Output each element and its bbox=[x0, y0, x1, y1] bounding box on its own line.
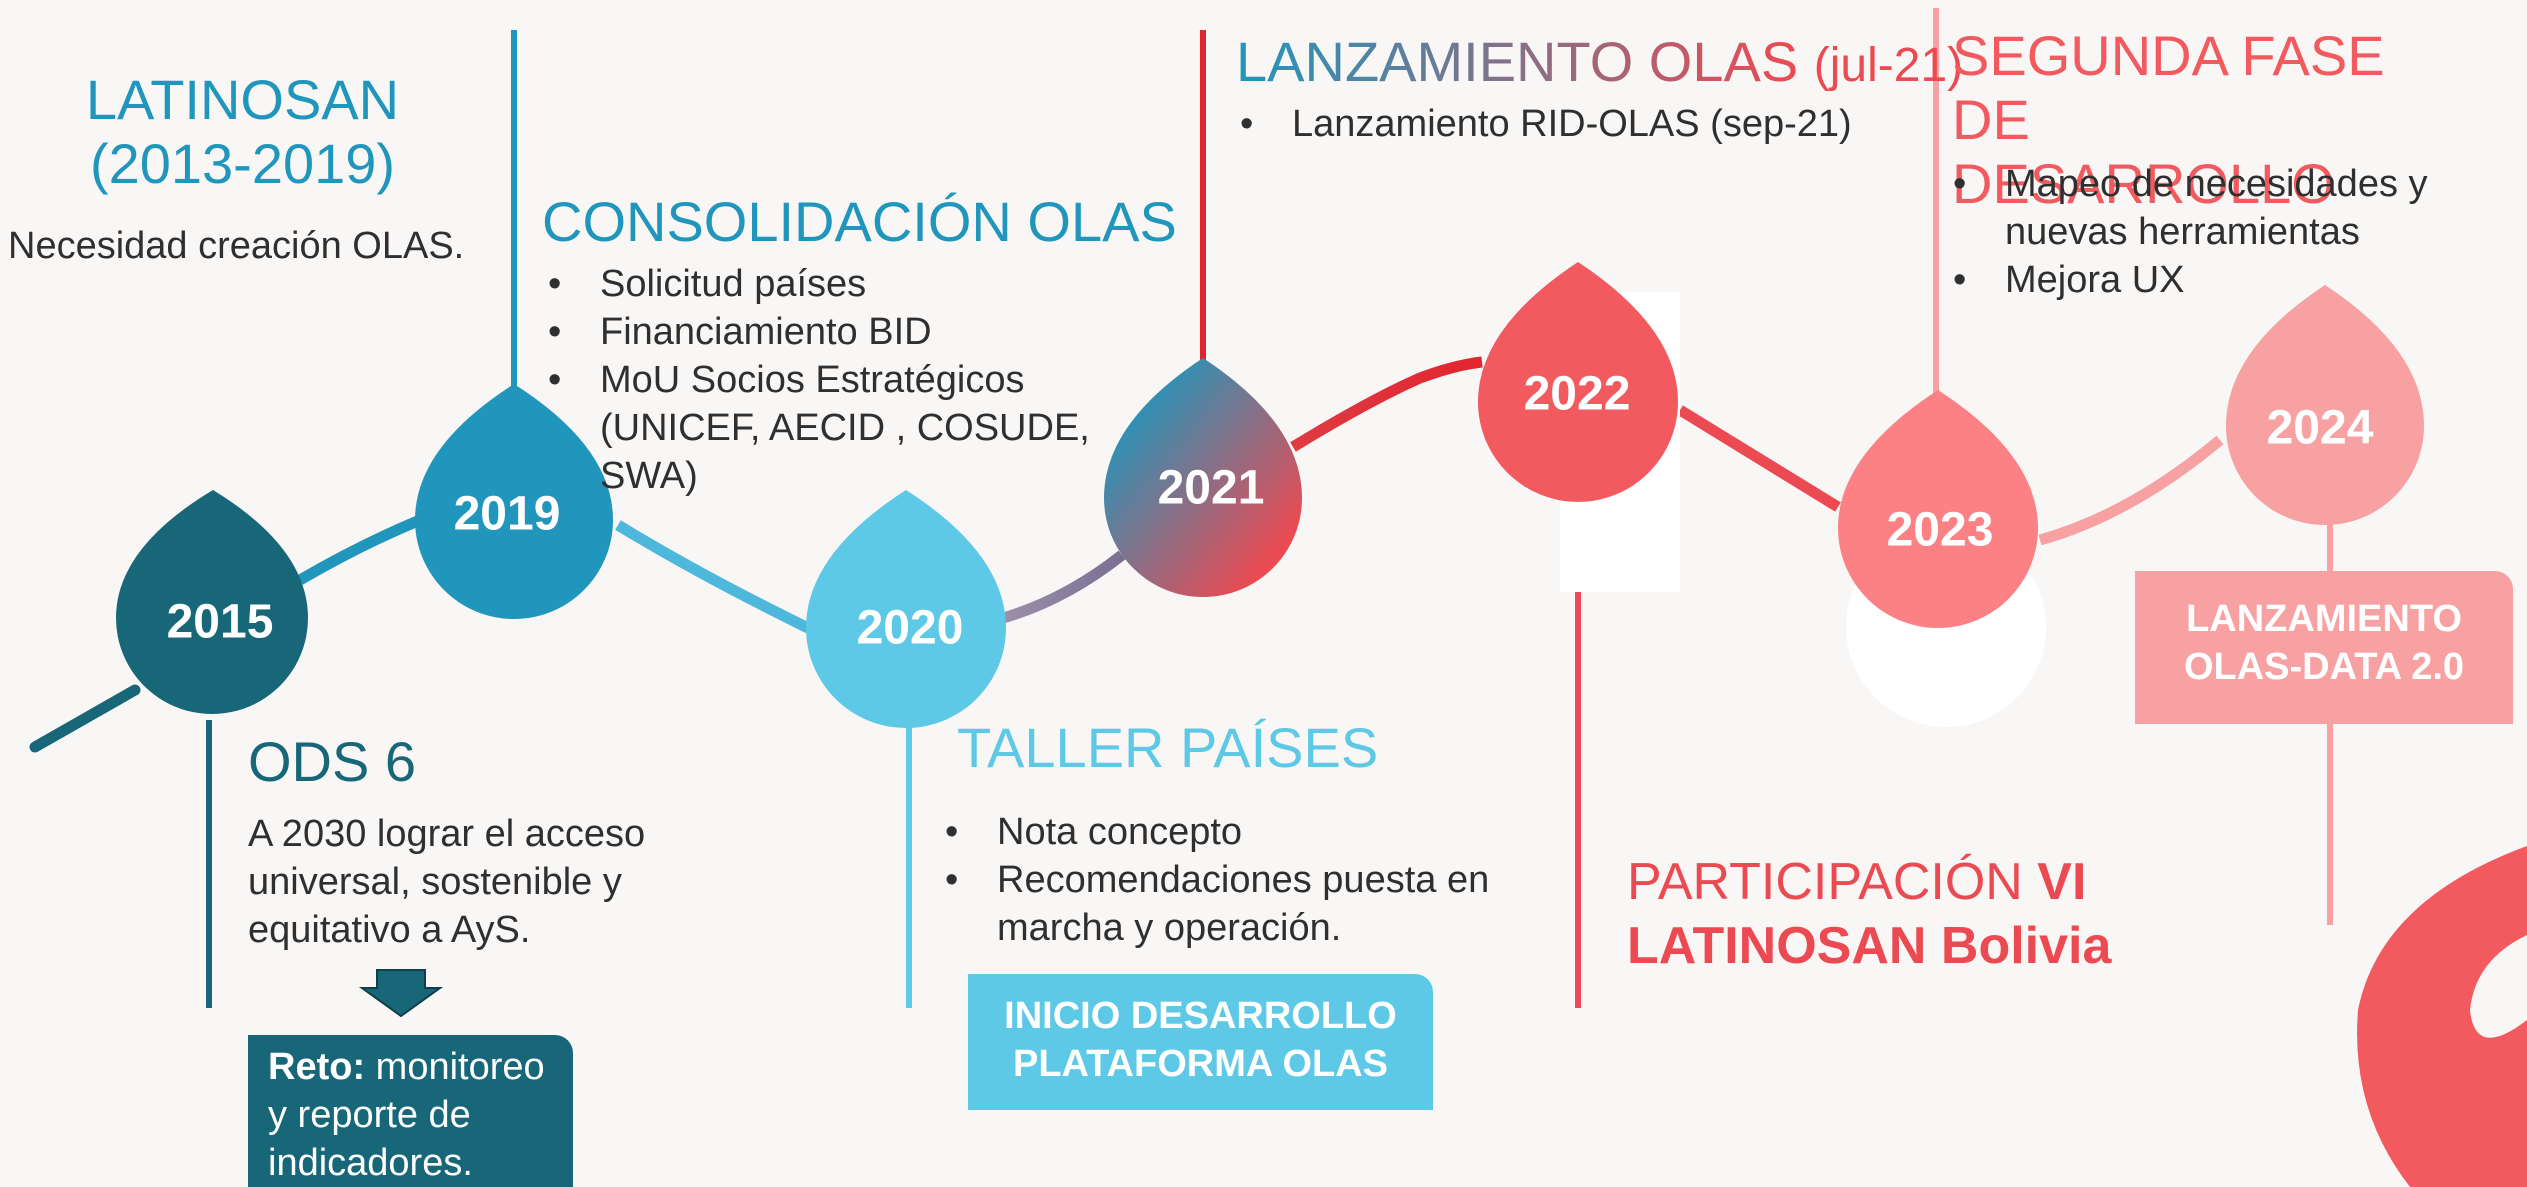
down-arrow-icon bbox=[358, 969, 444, 1018]
lanzamiento-date: (jul-21) bbox=[1813, 39, 1964, 92]
connector-2019-2020 bbox=[615, 520, 811, 633]
participacion-vi: VI bbox=[2037, 853, 2087, 911]
reto-label: Reto: bbox=[268, 1046, 366, 1088]
inicio-desarrollo-box: INICIO DESARROLLO PLATAFORMA OLAS bbox=[968, 974, 1433, 1110]
drop-2022: 2022 bbox=[1478, 262, 1678, 502]
consolidacion-item: MoU Socios Estratégicos (UNICEF, AECID ,… bbox=[540, 356, 1180, 500]
consolidacion-list: Solicitud países Financiamiento BID MoU … bbox=[540, 260, 1180, 500]
ods-title: ODS 6 bbox=[248, 730, 417, 793]
consolidacion-item: Financiamiento BID bbox=[540, 308, 1180, 356]
drop-2023: 2023 bbox=[1838, 390, 2038, 628]
drop-2020: 2020 bbox=[806, 490, 1006, 728]
lanzamiento-title: LANZAMIENTO OLAS bbox=[1236, 30, 1799, 93]
olas-data-box: LANZAMIENTO OLAS-DATA 2.0 bbox=[2135, 571, 2513, 724]
taller-item: Nota concepto bbox=[937, 808, 1497, 856]
reto-text: monitoreo y reporte de indicadores. bbox=[268, 1046, 545, 1184]
participacion-text: PARTICIPACIÓN VI LATINOSAN Bolivia bbox=[1627, 850, 2187, 978]
participacion-prefix: PARTICIPACIÓN bbox=[1627, 853, 2038, 911]
segunda-item: Mejora UX bbox=[1945, 256, 2485, 304]
drop-2023-year: 2023 bbox=[1887, 504, 1994, 557]
taller-item: Recomendaciones puesta en marcha y opera… bbox=[937, 856, 1497, 952]
taller-title: TALLER PAÍSES bbox=[957, 716, 1379, 779]
segunda-list: Mapeo de necesidades y nuevas herramient… bbox=[1945, 160, 2485, 304]
taller-list: Nota concepto Recomendaciones puesta en … bbox=[937, 808, 1497, 952]
lanzamiento-item: Lanzamiento RID-OLAS (sep-21) bbox=[1232, 100, 1872, 148]
segunda-item: Mapeo de necesidades y nuevas herramient… bbox=[1945, 160, 2485, 256]
connector-2020-2021 bbox=[1001, 550, 1126, 624]
consolidacion-item: Solicitud países bbox=[540, 260, 1180, 308]
lanzamiento-list: Lanzamiento RID-OLAS (sep-21) bbox=[1232, 100, 1872, 148]
connector-start bbox=[29, 684, 141, 753]
latinosan-text: Necesidad creación OLAS. bbox=[8, 225, 465, 267]
connector-2021-2022 bbox=[1290, 356, 1483, 452]
drop-2024: 2024 bbox=[2226, 285, 2424, 525]
connector-2023-2024 bbox=[2038, 435, 2224, 546]
consolidacion-title: CONSOLIDACIÓN OLAS bbox=[542, 190, 1177, 253]
lanzamiento-heading: LANZAMIENTO OLAS (jul-21) bbox=[1236, 30, 1963, 98]
decorative-hook-shape bbox=[2357, 846, 2527, 1187]
drop-2024-year: 2024 bbox=[2267, 402, 2374, 455]
participacion-line2: LATINOSAN Bolivia bbox=[1627, 917, 2112, 975]
drop-2020-year: 2020 bbox=[857, 602, 964, 655]
drop-2015: 2015 bbox=[116, 490, 308, 714]
connector-2022-2023 bbox=[1677, 405, 1841, 512]
latinosan-title: LATINOSAN (2013-2019) bbox=[85, 68, 400, 195]
drop-2015-year: 2015 bbox=[167, 596, 274, 649]
reto-box: Reto: monitoreo y reporte de indicadores… bbox=[248, 1035, 573, 1187]
drop-2022-year: 2022 bbox=[1524, 368, 1631, 421]
connector-2015-2019 bbox=[297, 514, 423, 585]
ods-text: A 2030 lograr el acceso universal, soste… bbox=[248, 813, 646, 951]
